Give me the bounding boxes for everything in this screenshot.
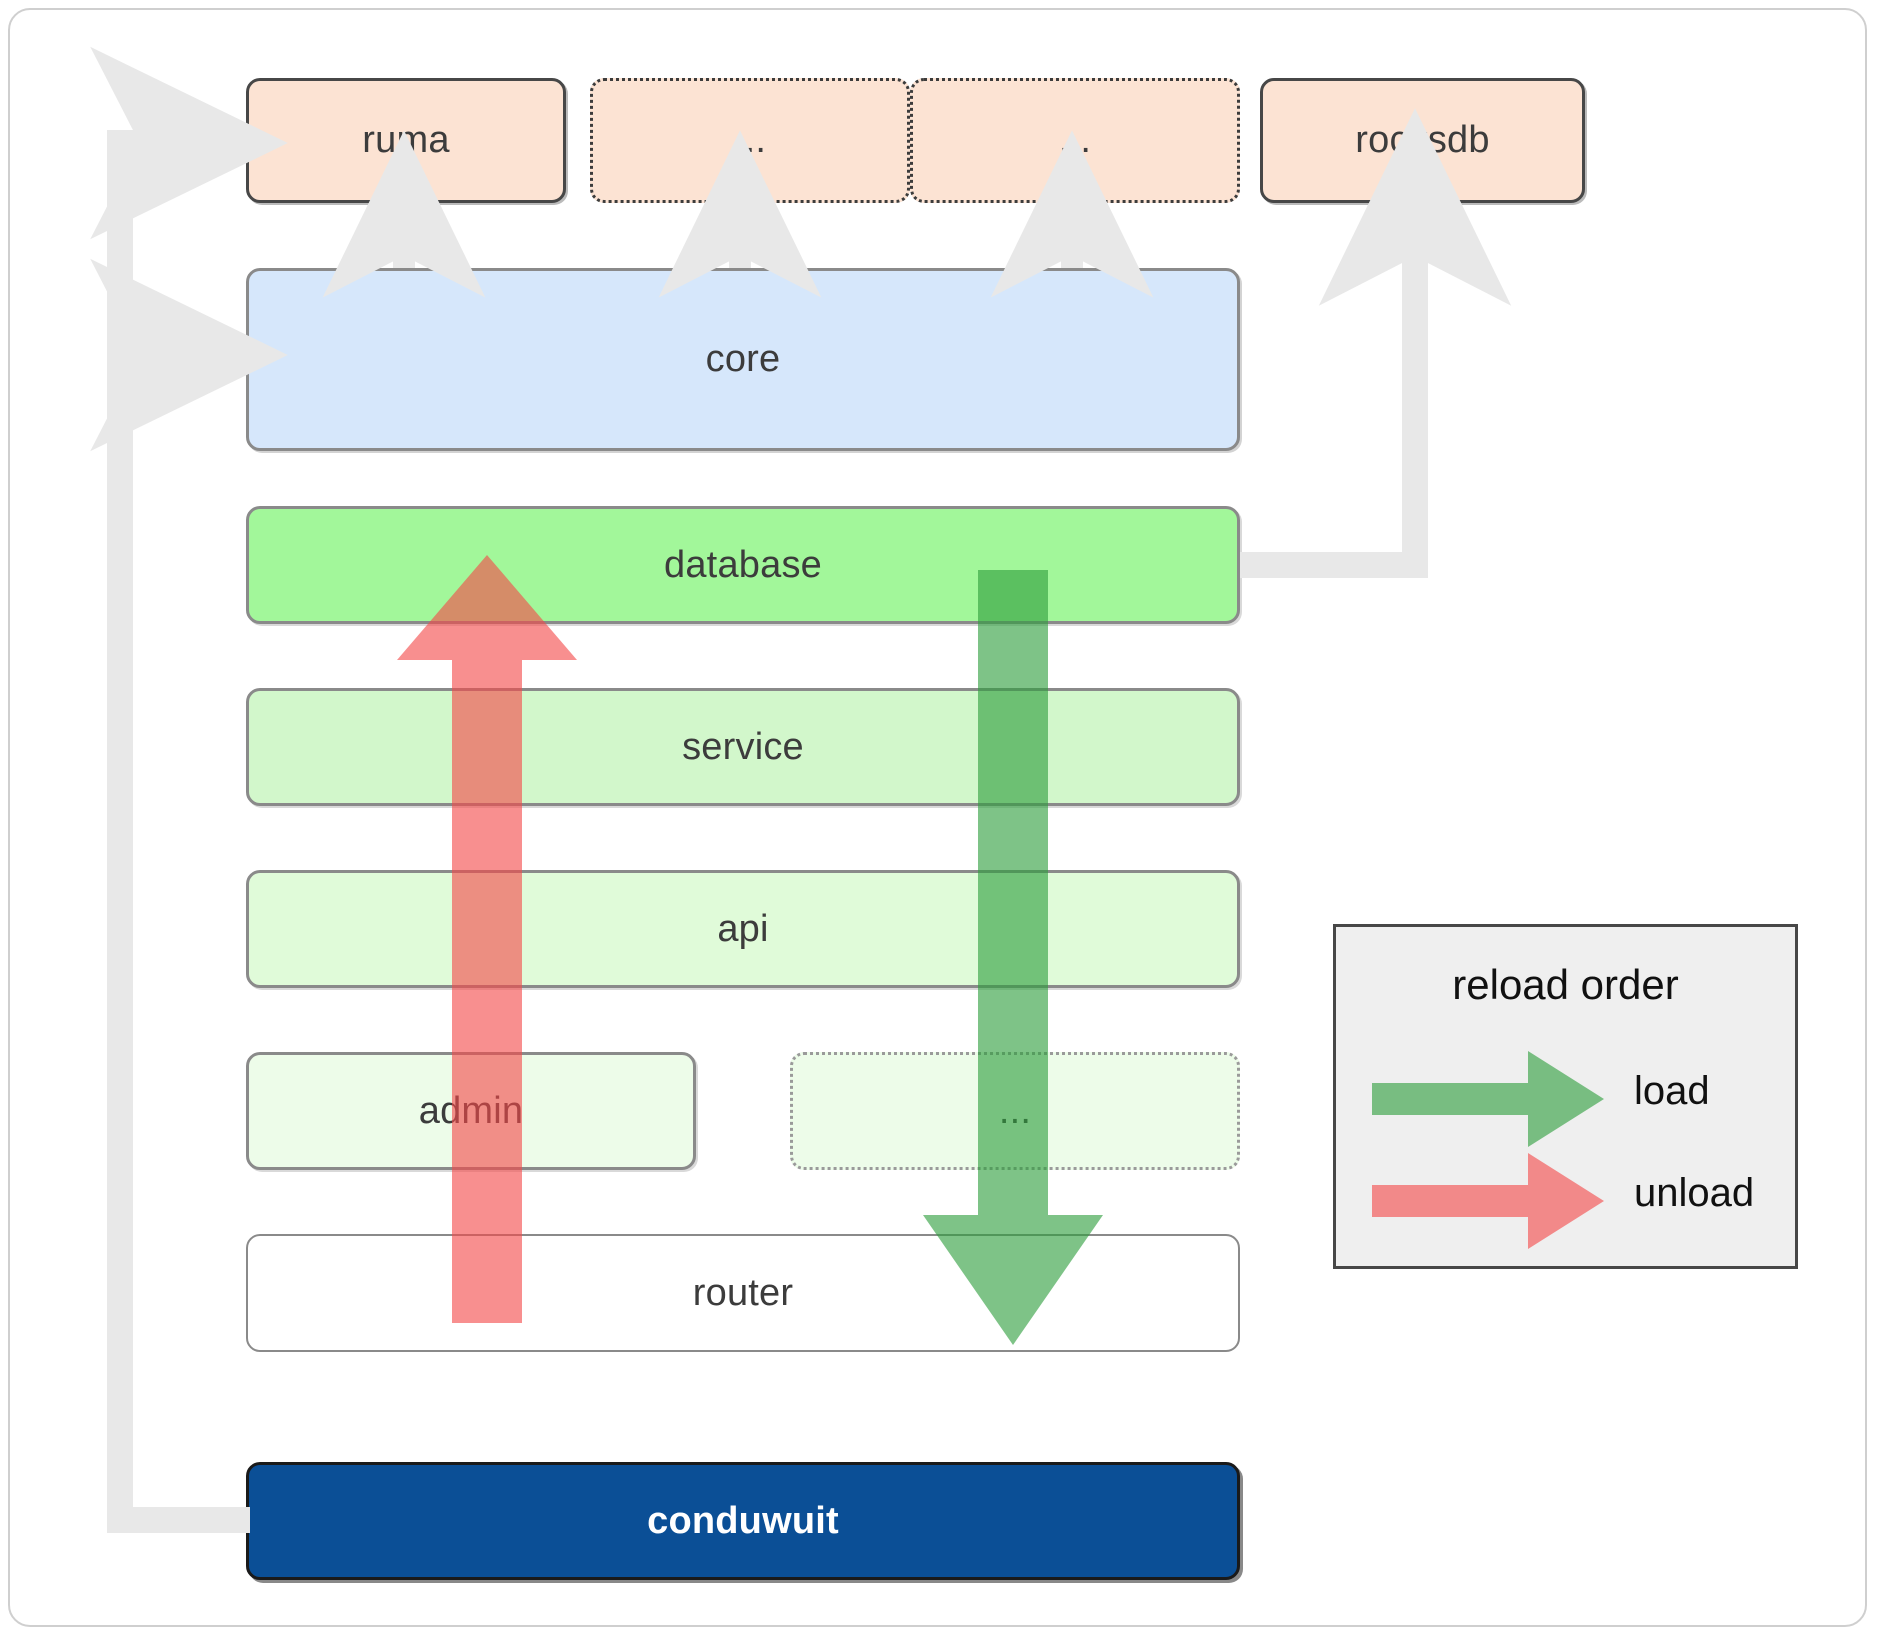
- node-database[interactable]: database: [246, 506, 1240, 624]
- node-core-label: core: [705, 338, 781, 380]
- legend-unload-label: unload: [1634, 1171, 1755, 1215]
- node-conduwuit[interactable]: conduwuit: [246, 1462, 1240, 1580]
- node-api[interactable]: api: [246, 870, 1240, 988]
- node-ext-placeholder-1[interactable]: ...: [590, 78, 910, 203]
- node-router[interactable]: router: [246, 1234, 1240, 1352]
- legend-load-label: load: [1634, 1069, 1710, 1113]
- node-ext-placeholder-1-label: ...: [733, 119, 767, 161]
- legend-panel: reload order load unload: [1333, 924, 1798, 1269]
- node-database-label: database: [664, 543, 822, 586]
- node-admin[interactable]: admin: [246, 1052, 696, 1170]
- node-ext-placeholder-2[interactable]: ...: [910, 78, 1240, 203]
- node-router-label: router: [692, 1271, 794, 1314]
- node-conduwuit-label: conduwuit: [647, 1499, 839, 1542]
- node-layer-placeholder[interactable]: ...: [790, 1052, 1240, 1170]
- diagram-frame: [8, 8, 1867, 1627]
- node-admin-label: admin: [418, 1089, 524, 1132]
- legend-unload-arrow-icon: [1372, 1153, 1604, 1249]
- legend-row-unload: unload: [1336, 1153, 1795, 1249]
- node-ruma-label: ruma: [362, 119, 450, 161]
- node-rocksdb[interactable]: rocksdb: [1260, 78, 1585, 203]
- node-rocksdb-label: rocksdb: [1355, 119, 1490, 161]
- node-api-label: api: [717, 907, 769, 950]
- legend-row-load: load: [1336, 1051, 1795, 1147]
- node-ruma[interactable]: ruma: [246, 78, 566, 203]
- node-service-label: service: [682, 725, 804, 768]
- node-ext-placeholder-2-label: ...: [1058, 119, 1092, 161]
- node-core[interactable]: core: [246, 268, 1240, 451]
- node-layer-placeholder-label: ...: [998, 1089, 1032, 1132]
- legend-load-arrow-icon: [1372, 1051, 1604, 1147]
- legend-title: reload order: [1452, 961, 1679, 1008]
- node-service[interactable]: service: [246, 688, 1240, 806]
